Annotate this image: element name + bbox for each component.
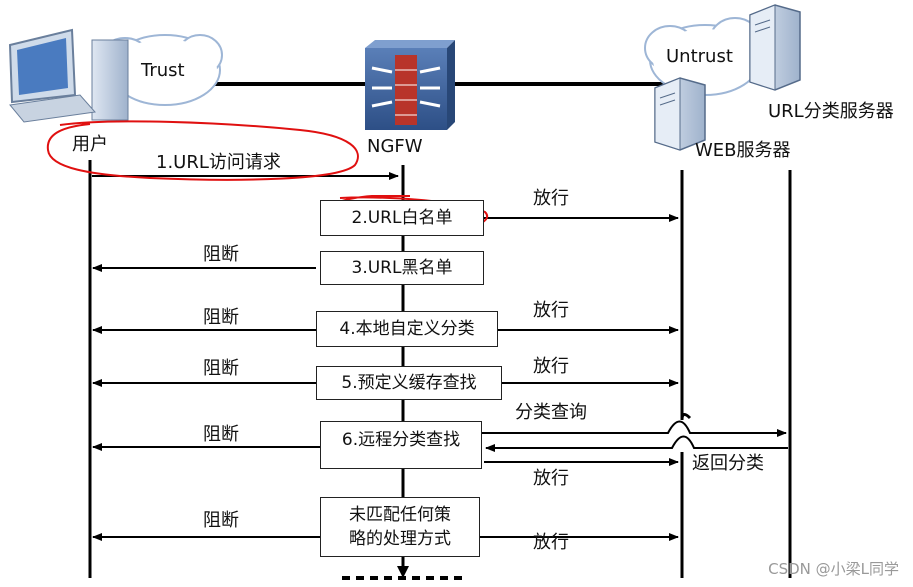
- step6-allow-label: 放行: [533, 468, 569, 489]
- step2-label: 2.URL白名单: [351, 208, 453, 228]
- step4-label: 4.本地自定义分类: [339, 319, 475, 339]
- ngfw-firewall-icon: [365, 40, 455, 130]
- return-category-label: 返回分类: [692, 453, 764, 474]
- step5-label: 5.预定义缓存查找: [341, 373, 477, 393]
- step7-label-line2: 略的处理方式: [349, 529, 451, 549]
- step5-allow-label: 放行: [533, 356, 569, 377]
- step6-block-label: 阻断: [203, 424, 239, 445]
- web-server-label: WEB服务器: [695, 140, 791, 161]
- step4-allow-label: 放行: [533, 300, 569, 321]
- step7-allow-label: 放行: [533, 532, 569, 553]
- step6-label: 6.远程分类查找: [341, 430, 461, 450]
- step4-custom-category-box: 4.本地自定义分类: [316, 311, 498, 347]
- step6-remote-lookup-box: 6.远程分类查找: [320, 421, 482, 469]
- user-label: 用户: [72, 134, 108, 155]
- step5-cache-lookup-box: 5.预定义缓存查找: [316, 366, 502, 400]
- step2-allow-label: 放行: [533, 188, 569, 209]
- step4-block-label: 阻断: [203, 307, 239, 328]
- trust-zone-label: Trust: [141, 60, 185, 81]
- step5-block-label: 阻断: [203, 358, 239, 379]
- return-category-arrow: [485, 435, 788, 452]
- step7-label-line1: 未匹配任何策: [349, 505, 451, 525]
- step3-blacklist-box: 3.URL黑名单: [320, 251, 484, 285]
- step1-request-label: 1.URL访问请求: [156, 152, 281, 173]
- step7-block-label: 阻断: [203, 510, 239, 531]
- ngfw-lifeline-arrowhead: [397, 566, 409, 578]
- web-server-icon: [654, 77, 706, 151]
- step3-block-label: 阻断: [203, 244, 239, 265]
- untrust-zone-label: Untrust: [666, 46, 733, 67]
- step2-whitelist-box: 2.URL白名单: [320, 200, 484, 236]
- step3-label: 3.URL黑名单: [351, 258, 453, 278]
- url-category-server-icon: [749, 4, 801, 91]
- category-query-arrow: [482, 420, 787, 437]
- ngfw-label: NGFW: [367, 136, 423, 157]
- user-pc-icon: [8, 28, 129, 123]
- step7-default-action-box: 未匹配任何策 略的处理方式: [320, 497, 480, 557]
- url-category-server-label: URL分类服务器: [768, 101, 894, 122]
- category-query-label: 分类查询: [515, 402, 587, 423]
- watermark: CSDN @小梁L同学: [768, 560, 899, 578]
- red-annotation-circle-request: [46, 120, 359, 181]
- web-lifeline-hop: [680, 413, 692, 421]
